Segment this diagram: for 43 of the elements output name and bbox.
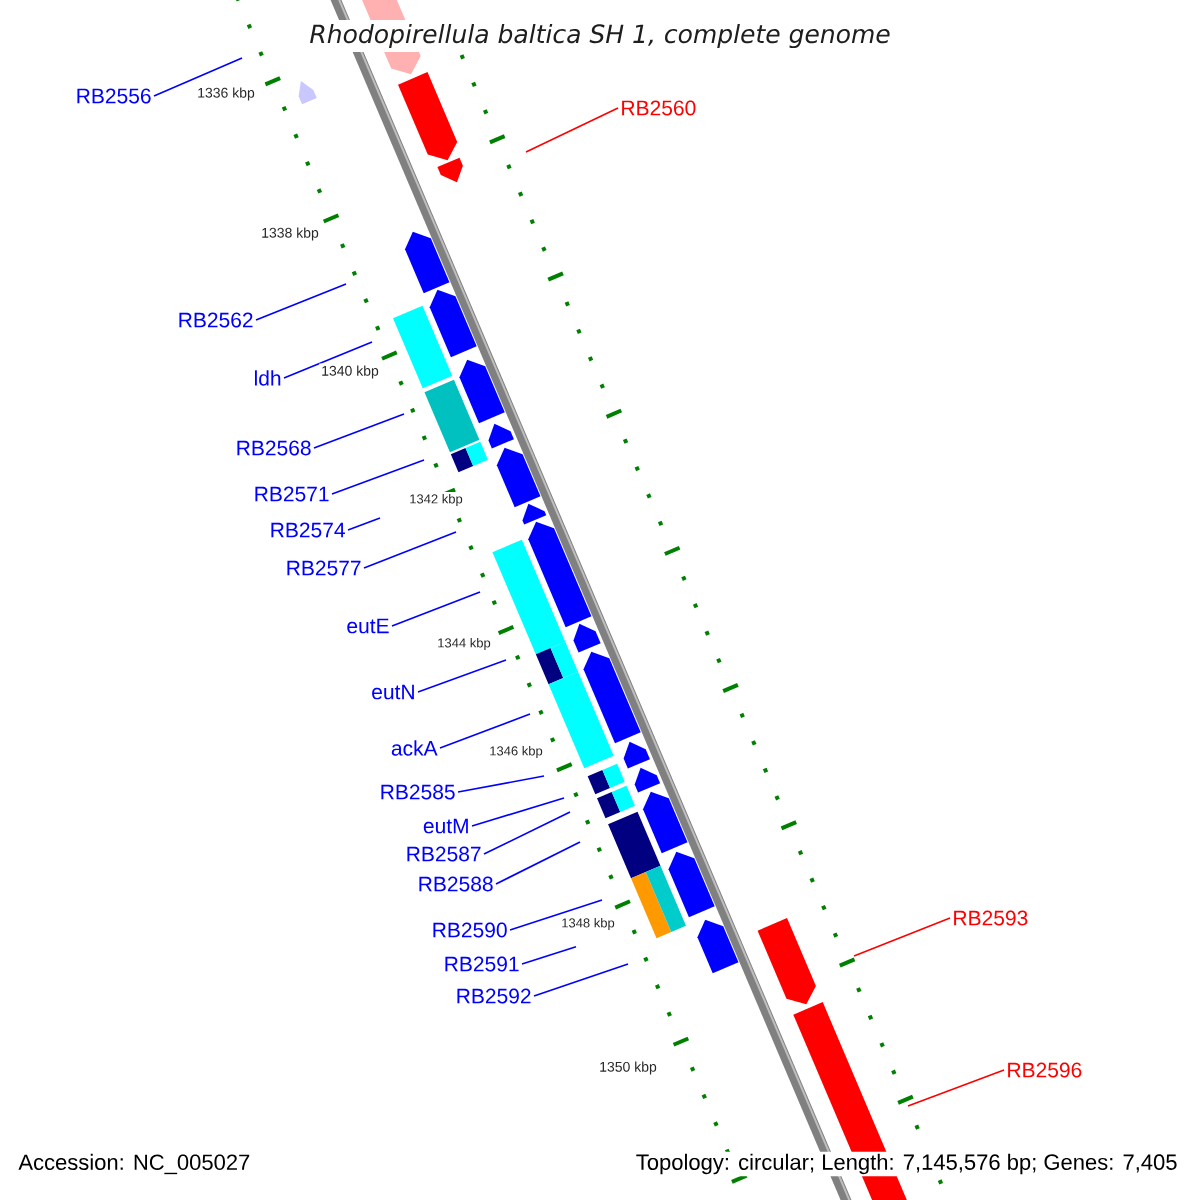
leader-line xyxy=(853,917,951,957)
leader-line xyxy=(533,963,629,997)
leader-line xyxy=(509,899,603,931)
leader-line xyxy=(521,946,577,965)
gene-label: eutN xyxy=(372,684,414,700)
footer-text: Accession: NC_005027 xyxy=(16,1151,253,1177)
leader-line xyxy=(439,713,531,749)
leader-line xyxy=(347,517,381,531)
gene-label: eutE xyxy=(347,618,389,634)
gene-label: ldh xyxy=(255,370,281,386)
gene-label: RB2588 xyxy=(419,876,493,892)
gene-label: RB2593 xyxy=(954,910,1028,926)
gene-label: RB2596 xyxy=(1008,1062,1082,1078)
footer-text: Topology: circular; Length: 7,145,576 bp; Genes: 7,405 xyxy=(633,1151,1180,1177)
gene-label: eutM xyxy=(423,818,468,834)
leader-line xyxy=(525,107,619,153)
gene-label: RB2585 xyxy=(381,784,455,800)
gene-label: RB2591 xyxy=(445,956,519,972)
leader-line xyxy=(331,459,425,495)
leader-line xyxy=(153,57,243,97)
leader-line xyxy=(457,775,545,793)
gene-label: RB2587 xyxy=(407,846,481,862)
gene-label: RB2574 xyxy=(271,522,345,538)
title: Rhodopirellula baltica SH 1, complete genome xyxy=(305,19,895,53)
gene-label: ackA xyxy=(391,740,438,756)
leader-line xyxy=(907,1069,1005,1107)
gene-label: RB2590 xyxy=(433,922,507,938)
leader-line xyxy=(495,841,581,885)
leader-line xyxy=(471,797,565,827)
leader-line xyxy=(417,659,507,693)
leader-line xyxy=(483,811,571,855)
gene-label: RB2592 xyxy=(457,988,531,1004)
gene-label: RB2556 xyxy=(77,88,151,104)
gene-label: RB2577 xyxy=(287,560,361,576)
leader-line xyxy=(255,283,347,321)
leader-line xyxy=(283,341,373,379)
gene-label: RB2571 xyxy=(255,486,329,502)
gene-label: RB2562 xyxy=(179,312,253,328)
leader-line xyxy=(391,591,481,627)
gene-label: RB2568 xyxy=(237,440,311,456)
leader-line xyxy=(313,413,405,449)
leader-line xyxy=(363,531,457,569)
gene-label: RB2560 xyxy=(622,100,696,116)
